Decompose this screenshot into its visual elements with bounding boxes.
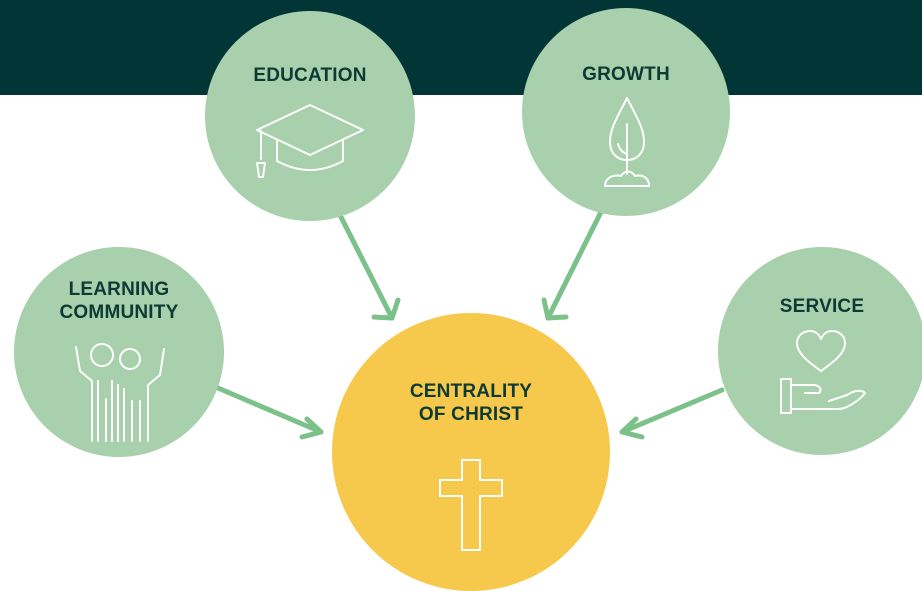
node-learning-community-label-line-2: COMMUNITY <box>59 302 179 323</box>
arrow-learning-community-to-center <box>215 385 324 440</box>
node-growth-label: GROWTH <box>582 64 670 85</box>
node-learning-community: LEARNING COMMUNITY <box>14 247 224 457</box>
sprout-flame-icon <box>604 97 650 187</box>
node-center-label-line-2: OF CHRIST <box>418 404 524 425</box>
heart-in-hand-icon <box>780 330 866 414</box>
node-learning-community-label: LEARNING COMMUNITY <box>14 278 224 324</box>
graduation-cap-icon <box>256 104 364 178</box>
node-service-label: SERVICE <box>779 296 865 317</box>
arrow-education-to-center <box>337 212 401 321</box>
arrow-service-to-center <box>619 387 725 440</box>
node-center-label-line-1: CENTRALITY <box>409 381 533 402</box>
node-service: SERVICE <box>718 247 922 455</box>
header-band <box>0 0 922 95</box>
arrow-growth-to-center <box>541 207 605 321</box>
node-education-label: EDUCATION <box>253 65 367 86</box>
node-centrality-of-christ-label: CENTRALITY OF CHRIST <box>332 380 610 426</box>
node-learning-community-label-line-1: LEARNING <box>68 279 170 300</box>
cross-icon <box>439 459 503 551</box>
node-centrality-of-christ: CENTRALITY OF CHRIST <box>332 313 610 591</box>
node-education: EDUCATION <box>205 11 415 221</box>
node-growth: GROWTH <box>522 8 730 216</box>
people-waving-icon <box>75 343 165 442</box>
